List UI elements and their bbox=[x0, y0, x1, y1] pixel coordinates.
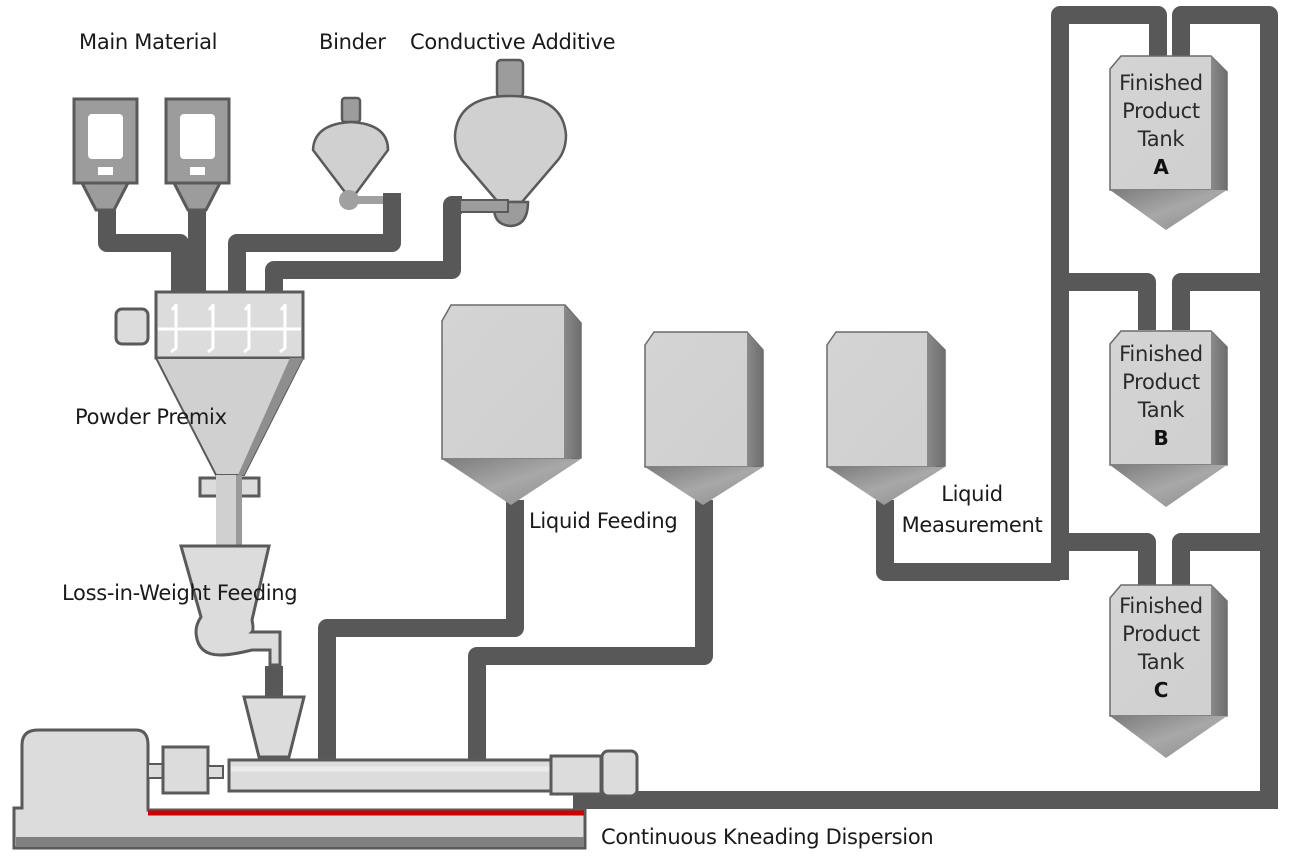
tank-letter: B bbox=[1153, 426, 1169, 450]
label-liquid-feeding: Liquid Feeding bbox=[529, 509, 678, 533]
finished-tank-a-label: Finished Product Tank A bbox=[1106, 69, 1216, 181]
label-liquid-measurement: Liquid Measurement bbox=[898, 481, 1046, 538]
pipe-manifold-left bbox=[1051, 6, 1167, 580]
tank-label-line: Product bbox=[1122, 99, 1200, 123]
pipe-branch-b-left bbox=[1060, 273, 1156, 330]
finished-tank-b-label: Finished Product Tank B bbox=[1106, 340, 1216, 452]
pipe-branch-c-left bbox=[1060, 533, 1156, 585]
main-material-hopper-2 bbox=[164, 97, 231, 212]
tank-label-line: Tank bbox=[1137, 127, 1185, 151]
tank-label-line: Finished bbox=[1119, 594, 1203, 618]
continuous-kneading-extruder bbox=[12, 728, 639, 850]
liquid-measurement-tank bbox=[826, 331, 946, 505]
pipe-tank-a-right bbox=[1172, 6, 1278, 800]
label-binder: Binder bbox=[319, 30, 386, 54]
finished-product-tank-b bbox=[1109, 330, 1228, 507]
pipe-liquid-feeding-2 bbox=[468, 500, 713, 762]
tank-label-line: Finished bbox=[1119, 71, 1203, 95]
tank-label-line: Tank bbox=[1137, 650, 1185, 674]
binder-vessel bbox=[311, 96, 390, 210]
tank-label-line: Product bbox=[1122, 370, 1200, 394]
powder-premix-mixer bbox=[114, 290, 305, 545]
pipe-branch-b-right bbox=[1172, 273, 1269, 330]
liquid-feeding-tank-2 bbox=[644, 331, 764, 505]
tank-label-line: Finished bbox=[1119, 342, 1203, 366]
pipe-main-material-1 bbox=[98, 205, 189, 295]
label-liquid-measurement-line1: Liquid bbox=[941, 482, 1003, 506]
tank-letter: C bbox=[1153, 678, 1169, 702]
mixer-blades bbox=[170, 304, 287, 354]
finished-product-tank-a bbox=[1109, 55, 1228, 230]
pipe-liquid-feeding-1 bbox=[318, 500, 524, 762]
tank-label-line: Product bbox=[1122, 622, 1200, 646]
finished-product-tank-c bbox=[1109, 584, 1228, 758]
loss-in-weight-feeder bbox=[179, 544, 306, 759]
pipe-conductive-additive bbox=[265, 196, 462, 295]
pipe-liquid-measurement bbox=[876, 500, 1060, 581]
liquid-feeding-tank-1 bbox=[441, 304, 582, 505]
finished-tank-c-label: Finished Product Tank C bbox=[1106, 592, 1216, 704]
pipes bbox=[98, 6, 1278, 809]
label-continuous-kneading-dispersion: Continuous Kneading Dispersion bbox=[601, 825, 934, 849]
label-main-material: Main Material bbox=[79, 30, 218, 54]
label-loss-in-weight-feeding: Loss-in-Weight Feeding bbox=[62, 581, 298, 605]
tank-letter: A bbox=[1153, 155, 1169, 179]
conductive-additive-vessel bbox=[453, 58, 568, 228]
label-powder-premix: Powder Premix bbox=[75, 405, 227, 429]
label-liquid-measurement-line2: Measurement bbox=[901, 513, 1043, 537]
pipe-binder bbox=[228, 193, 401, 295]
main-material-hopper-1 bbox=[72, 97, 139, 212]
tank-label-line: Tank bbox=[1137, 398, 1185, 422]
pipe-branch-c-right bbox=[1172, 533, 1269, 585]
label-conductive-additive: Conductive Additive bbox=[410, 30, 616, 54]
